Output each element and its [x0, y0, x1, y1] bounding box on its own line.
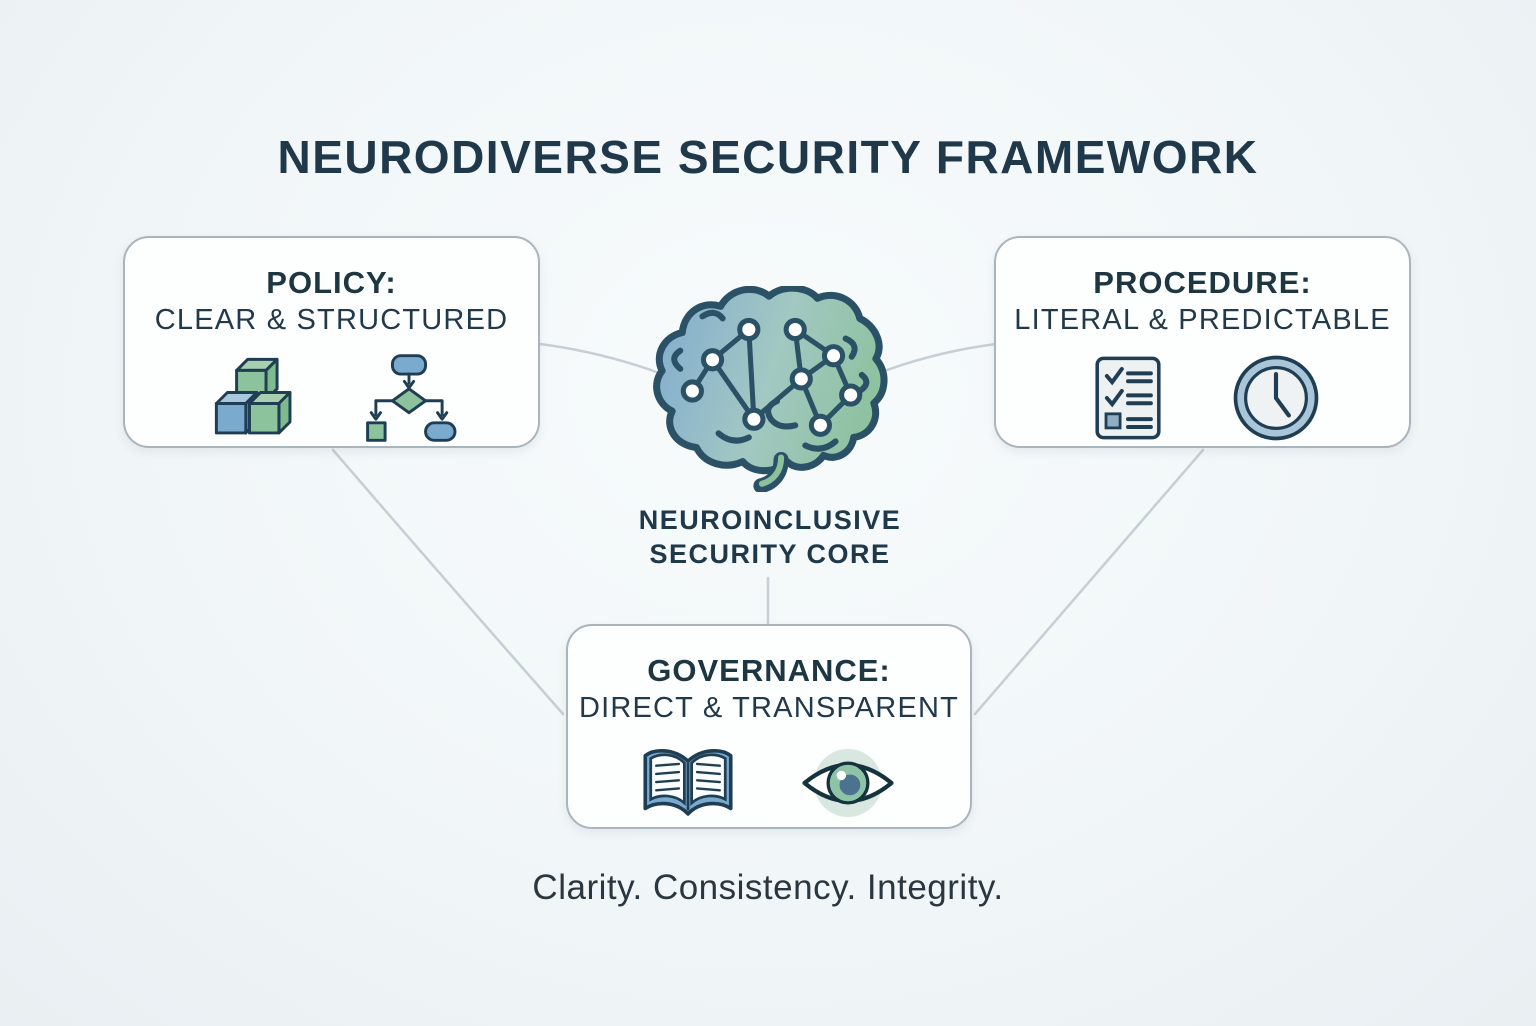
flowchart-icon [361, 352, 457, 444]
core-label-line2: SECURITY CORE [649, 539, 891, 570]
procedure-card-subtitle: LITERAL & PREDICTABLE [1014, 303, 1391, 336]
governance-card-title: GOVERNANCE: [647, 653, 891, 688]
connector-policy-governance [331, 448, 565, 716]
governance-icon-row [638, 740, 900, 840]
procedure-card-title: PROCEDURE: [1093, 265, 1312, 300]
connector-procedure-core [874, 342, 998, 376]
brain-network-icon [648, 284, 890, 494]
connector-procedure-governance [973, 448, 1205, 716]
checklist-icon [1084, 352, 1172, 444]
governance-card: GOVERNANCE: DIRECT & TRANSPARENT [566, 624, 972, 829]
governance-card-subtitle: DIRECT & TRANSPARENT [578, 691, 960, 724]
core-label-line1: NEUROINCLUSIVE [638, 505, 902, 535]
policy-card-subtitle: CLEAR & STRUCTURED [154, 303, 509, 336]
core-label: NEUROINCLUSIVE SECURITY CORE [0, 503, 1536, 571]
open-book-icon [638, 740, 738, 826]
procedure-card: PROCEDURE: LITERAL & PREDICTABLE [994, 236, 1411, 448]
connector-policy-core [538, 342, 664, 376]
tagline: Clarity. Consistency. Integrity. [532, 868, 1004, 907]
procedure-icon-row [1084, 352, 1322, 458]
page-title: NEURODIVERSE SECURITY FRAMEWORK [277, 131, 1259, 183]
policy-card: POLICY: CLEAR & STRUCTURED [123, 236, 540, 448]
eye-icon [796, 741, 900, 825]
building-blocks-icon [207, 352, 303, 444]
policy-card-title: POLICY: [266, 265, 397, 300]
clock-icon [1230, 352, 1322, 444]
policy-icon-row [207, 352, 457, 458]
